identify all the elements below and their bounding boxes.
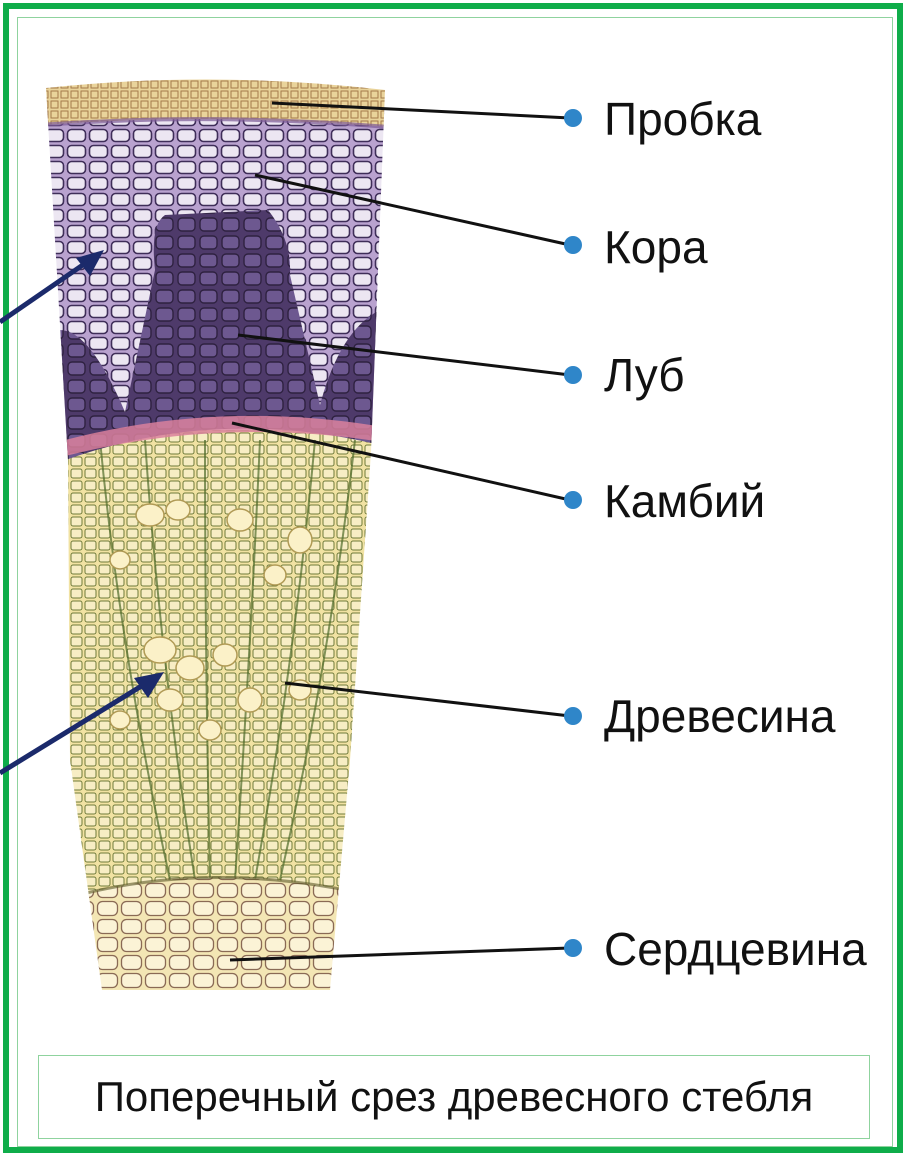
label-pith: Сердцевина — [604, 926, 867, 972]
bullet-dot-icon — [564, 491, 582, 509]
bullet-dot-icon — [564, 939, 582, 957]
pith-layer — [60, 878, 390, 1001]
bullet-dot-icon — [564, 109, 582, 127]
label-cambium: Камбий — [604, 478, 765, 524]
caption-text: Поперечный срез древесного стебля — [39, 1056, 869, 1138]
label-bark: Кора — [604, 224, 708, 270]
bullet-dot-icon — [564, 236, 582, 254]
label-cork: Пробка — [604, 96, 761, 142]
bullet-dots — [564, 109, 582, 957]
label-wood: Древесина — [604, 693, 836, 739]
bullet-dot-icon — [564, 366, 582, 384]
caption-box: Поперечный срез древесного стебля — [38, 1055, 870, 1139]
label-bast: Луб — [604, 352, 685, 398]
bullet-dot-icon — [564, 707, 582, 725]
stem-section — [40, 71, 400, 1000]
